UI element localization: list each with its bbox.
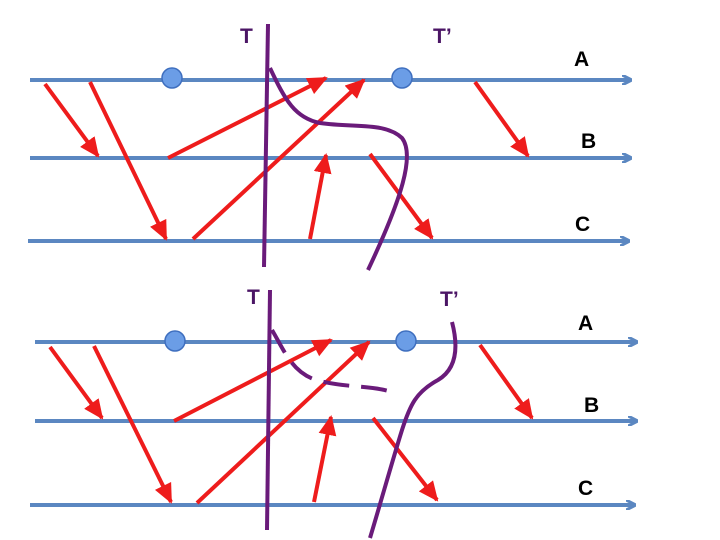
event-dot (395, 330, 417, 352)
process-label-b: B (581, 130, 596, 153)
cut-label-t-prime: T’ (440, 288, 459, 311)
event-dot (164, 330, 186, 352)
message-arrow (312, 415, 337, 503)
message-arrow (88, 81, 168, 241)
message-arrow (371, 416, 439, 502)
process-label-a: A (574, 48, 589, 71)
message-arrow (167, 76, 328, 160)
message-arrow (48, 345, 104, 420)
process-label-a: A (578, 312, 593, 335)
cut-t-line (265, 289, 272, 531)
process-label-b: B (584, 394, 599, 417)
cut-label-t: T (240, 25, 253, 48)
event-dot (391, 67, 413, 89)
message-arrow (308, 153, 332, 240)
message-arrow (195, 340, 371, 505)
message-arrow (43, 82, 100, 158)
message-arrow (191, 78, 366, 241)
message-arrow (473, 80, 530, 158)
cut-t-prime-curve (368, 321, 458, 539)
top-panel: T T’ A B C (28, 23, 630, 271)
message-arrow (478, 343, 534, 420)
process-label-c: C (578, 477, 593, 500)
message-arrow (92, 345, 173, 504)
event-dot (161, 67, 183, 89)
message-arrow (368, 152, 434, 240)
message-arrow (173, 338, 333, 423)
bottom-panel: T T’ A B C (30, 286, 636, 539)
cut-t-line (262, 23, 270, 268)
cut-t-prime-curve (268, 67, 409, 271)
cut-t-prime-dashed (270, 328, 393, 394)
cut-label-t-prime: T’ (433, 25, 452, 48)
cut-label-t: T (247, 286, 260, 309)
process-label-c: C (575, 213, 590, 236)
